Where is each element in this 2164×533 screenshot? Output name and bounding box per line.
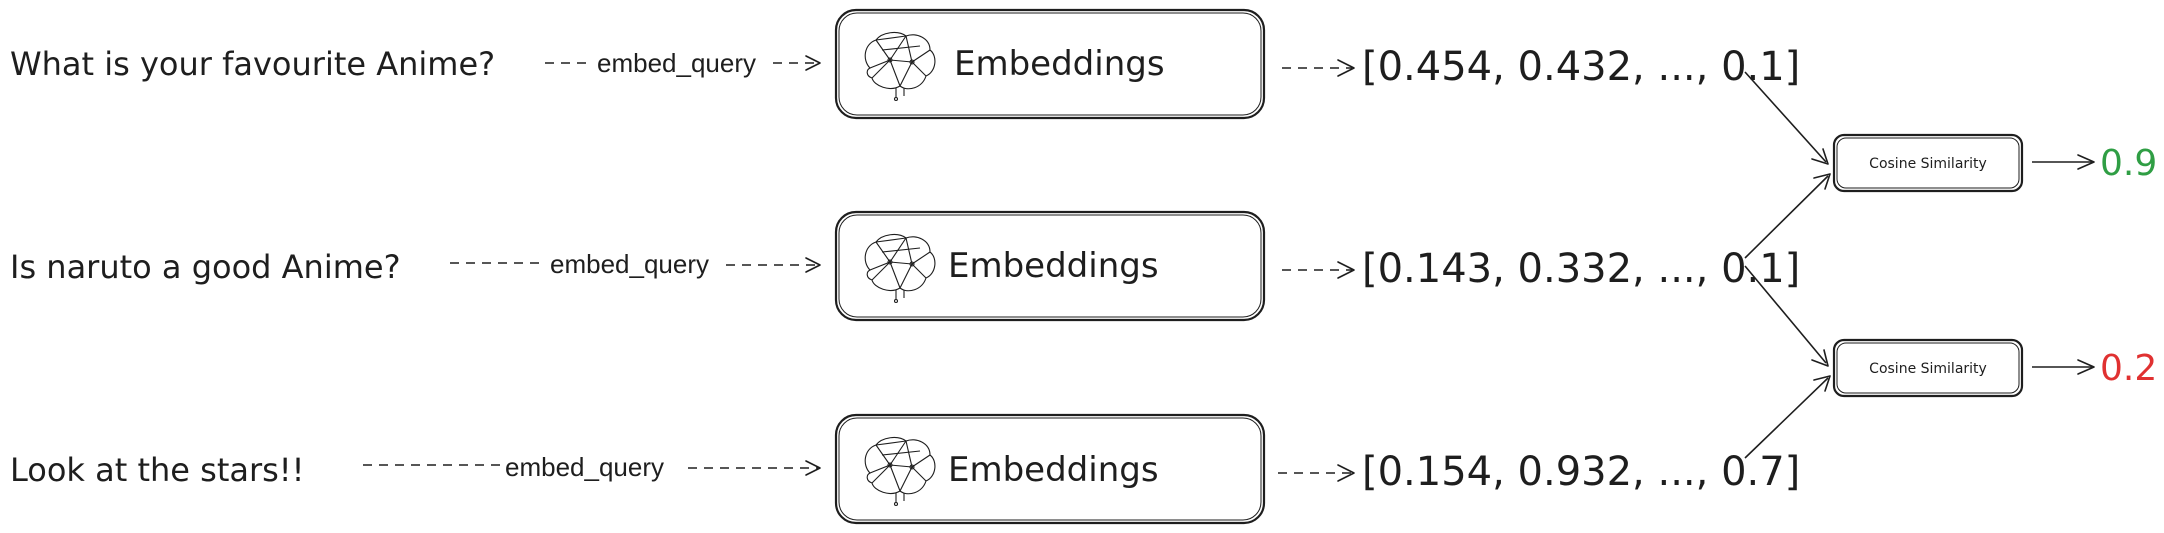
arrow-head [1337, 464, 1355, 482]
arrow-head [2077, 154, 2095, 170]
arrow-head [1337, 59, 1355, 77]
solid-connector [1744, 71, 1827, 163]
embeddings-label-2: Embeddings [948, 246, 1159, 286]
cosine-similarity-label-2: Cosine Similarity [1869, 361, 1987, 377]
comparison-1: Cosine Similarity 0.9 [1744, 71, 2157, 259]
query-text-3: Look at the stars!! [10, 451, 304, 489]
embed-query-label-3: embed_query [505, 452, 664, 482]
solid-connector [1744, 175, 1829, 259]
row-1: What is your favourite Anime? embed_quer… [10, 8, 1800, 120]
embeddings-box-1: Embeddings [834, 8, 1266, 120]
query-text-2: Is naruto a good Anime? [10, 248, 401, 286]
embed-query-label-2: embed_query [550, 249, 709, 279]
query-text-1: What is your favourite Anime? [10, 45, 495, 83]
arrow-head [805, 55, 821, 71]
vector-text-2: [0.143, 0.332, ..., 0.1] [1362, 246, 1800, 292]
row-3: Look at the stars!! embed_query [10, 413, 1800, 525]
arrow-head [1813, 375, 1831, 392]
cosine-similarity-box-1: Cosine Similarity [1832, 133, 2024, 193]
arrow-head [2077, 359, 2095, 375]
vector-text-3: [0.154, 0.932, ..., 0.7] [1362, 449, 1800, 495]
solid-connector [1744, 377, 1829, 459]
row-2: Is naruto a good Anime? embed_query [10, 210, 1800, 322]
embeddings-box-2: Embeddings [834, 210, 1266, 322]
arrow-head [1811, 148, 1829, 165]
embeddings-label-3: Embeddings [948, 450, 1159, 490]
embeddings-box-3: Embeddings [834, 413, 1266, 525]
embeddings-label-1: Embeddings [954, 44, 1165, 84]
cosine-similarity-box-2: Cosine Similarity [1832, 338, 2024, 398]
solid-connector [1744, 265, 1827, 364]
brain-network-icon [864, 436, 936, 507]
vector-text-1: [0.454, 0.432, ..., 0.1] [1362, 44, 1800, 90]
arrow-head [1813, 173, 1831, 190]
arrow-head [805, 257, 821, 273]
arrow-head [1337, 261, 1355, 279]
brain-network-icon [864, 233, 936, 304]
comparison-2: Cosine Similarity 0.2 [1744, 265, 2157, 459]
similarity-score-1: 0.9 [2100, 143, 2157, 184]
embed-query-label-1: embed_query [597, 48, 756, 78]
arrow-head [805, 460, 821, 476]
arrow-head [1811, 349, 1829, 367]
cosine-similarity-label-1: Cosine Similarity [1869, 156, 1987, 172]
brain-network-icon [864, 31, 936, 102]
similarity-score-2: 0.2 [2100, 348, 2157, 389]
